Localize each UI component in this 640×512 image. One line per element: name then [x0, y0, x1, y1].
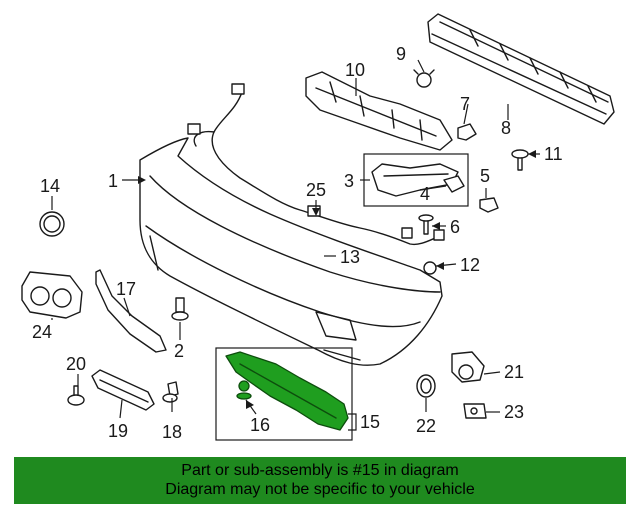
callout-4: 4 — [420, 184, 430, 204]
leader-lines — [51, 59, 540, 431]
callout-25: 25 — [306, 180, 326, 200]
callout-12: 12 — [460, 255, 480, 275]
callout-22: 22 — [416, 416, 436, 436]
part-8-reinforcement-bar[interactable] — [427, 13, 615, 125]
callout-18: 18 — [162, 422, 182, 442]
part-2-pin[interactable] — [171, 297, 189, 321]
part-6-screw[interactable] — [418, 214, 434, 235]
part-15-air-deflector[interactable] — [225, 351, 349, 431]
callout-19: 19 — [108, 421, 128, 441]
callout-21: 21 — [504, 362, 524, 382]
callout-3: 3 — [344, 171, 354, 191]
part-24-fog-lamp-housing[interactable] — [21, 271, 83, 319]
callout-23: 23 — [504, 402, 524, 422]
part-17-trim-strip[interactable] — [95, 269, 167, 353]
callout-8: 8 — [501, 118, 511, 138]
part-7-clip[interactable] — [457, 123, 477, 141]
part-18-bolt[interactable] — [162, 381, 179, 403]
part-23-bracket[interactable] — [463, 403, 487, 419]
part-4-retainer[interactable] — [443, 175, 465, 193]
part-15-group-box — [215, 347, 353, 441]
part-1-bumper-cover[interactable] — [139, 137, 443, 366]
callout-24: 24 — [32, 322, 52, 342]
banner-line-1: Part or sub-assembly is #15 in diagram — [181, 462, 459, 479]
part-12-nut[interactable] — [423, 261, 437, 275]
callout-6: 6 — [450, 217, 460, 237]
part-9-bolt[interactable] — [413, 69, 435, 88]
callout-17: 17 — [116, 279, 136, 299]
callout-1: 1 — [108, 171, 118, 191]
info-banner: Part or sub-assembly is #15 in diagram D… — [14, 457, 626, 504]
part-16-clip[interactable] — [236, 380, 252, 400]
part-10-upper-bracket[interactable] — [305, 71, 453, 151]
part-20-bolt[interactable] — [67, 385, 85, 406]
callout-20: 20 — [66, 354, 86, 374]
bumper-parts-diagram: 1 2 3 4 5 6 7 8 9 10 11 12 13 14 15 16 1… — [21, 13, 615, 442]
part-21-sensor[interactable] — [451, 351, 485, 383]
callout-11: 11 — [544, 144, 563, 164]
part-11-push-pin[interactable] — [511, 149, 529, 171]
part-14-ring[interactable] — [39, 211, 65, 237]
callout-13: 13 — [340, 247, 360, 267]
callout-10: 10 — [345, 60, 365, 80]
callout-2: 2 — [174, 341, 184, 361]
part-19-license-bracket[interactable] — [91, 369, 155, 411]
callout-5: 5 — [480, 166, 490, 186]
callout-14: 14 — [40, 176, 60, 196]
callout-16: 16 — [250, 415, 270, 435]
callout-9: 9 — [396, 44, 406, 64]
callout-15: 15 — [360, 412, 380, 432]
banner-line-2: Diagram may not be specific to your vehi… — [165, 481, 475, 498]
callout-7: 7 — [460, 94, 470, 114]
part-5-clip[interactable] — [479, 197, 499, 213]
callout-numbers: 1 2 3 4 5 6 7 8 9 10 11 12 13 14 15 16 1… — [32, 44, 563, 442]
part-22-grommet[interactable] — [416, 374, 436, 398]
